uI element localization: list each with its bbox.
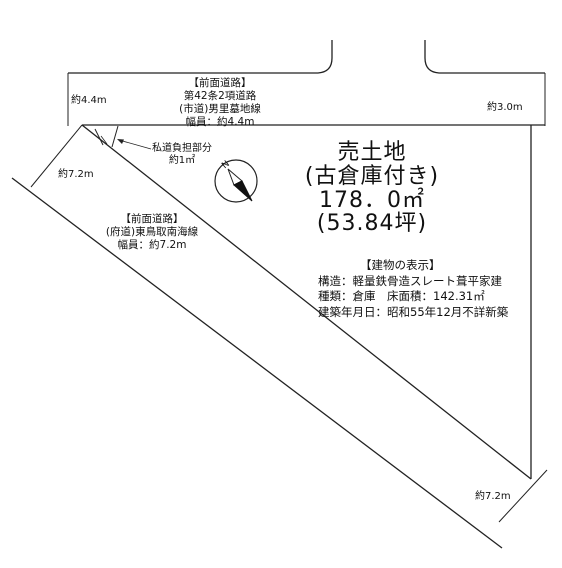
- north-road-edge-right: [424, 40, 545, 74]
- private-road-leader-arrow: [117, 139, 124, 144]
- west-width-dim-line: [30, 124, 83, 188]
- listing-title-line2: (古倉庫付き): [304, 163, 440, 189]
- building-info: 【建物の表示】 構造：軽量鉄骨造スレート葺平家建 種類：倉庫 床面積：142.3…: [318, 258, 508, 320]
- building-structure: 構造：軽量鉄骨造スレート葺平家建: [318, 273, 502, 288]
- private-road-line-a: [94, 128, 104, 146]
- listing-title: 売土地 (古倉庫付き) 178．0㎡ (53.84坪): [287, 141, 457, 236]
- north-road-heading: 【前面道路】: [188, 77, 252, 89]
- private-road-label-line1: 私道負担部分: [152, 143, 212, 154]
- north-arrow-icon: [214, 159, 258, 203]
- lot-west-boundary: [81, 124, 532, 480]
- north-left-dimension: 約4.4m: [71, 95, 107, 106]
- private-road-label-line2: 約1㎡: [168, 155, 196, 166]
- private-road-line-c: [100, 135, 108, 145]
- north-road-type: 第42条2項道路: [183, 90, 257, 103]
- private-road-line-b: [111, 125, 119, 148]
- building-built-date: 建築年月日：昭和55年12月不詳新築: [318, 304, 509, 319]
- building-type-area: 種類：倉庫 床面積：142.31㎡: [318, 289, 485, 304]
- north-road-width: 幅員：約4.4m: [185, 116, 255, 129]
- west-road-label: 【前面道路】 (府道)東鳥取南海線 幅員：約7.2m: [94, 213, 210, 252]
- listing-area-tsubo: (53.84坪): [316, 211, 428, 237]
- bottom-width-dim-line: [498, 469, 548, 523]
- north-road-edge-left: [68, 40, 333, 74]
- listing-area-sqm: 178．0㎡: [319, 187, 425, 213]
- prefectural-road-edge: [11, 177, 503, 549]
- west-road-width: 幅員：約7.2m: [117, 239, 187, 252]
- west-road-name: (府道)東鳥取南海線: [105, 226, 199, 239]
- private-road-label: 私道負担部分 約1㎡: [152, 143, 212, 167]
- listing-title-line1: 売土地: [337, 140, 407, 165]
- bottom-width-dimension: 約7.2m: [475, 491, 511, 502]
- west-width-dimension: 約7.2m: [58, 169, 94, 180]
- north-road-label: 【前面道路】 第42条2項道路 (市道)男里墓地線 幅員：約4.4m: [160, 77, 280, 130]
- north-right-dimension: 約3.0m: [487, 102, 523, 113]
- private-road-leader: [118, 139, 152, 150]
- west-road-heading: 【前面道路】: [120, 213, 184, 225]
- building-info-heading: 【建物の表示】: [360, 258, 441, 272]
- north-road-name: (市道)男里墓地線: [179, 103, 261, 116]
